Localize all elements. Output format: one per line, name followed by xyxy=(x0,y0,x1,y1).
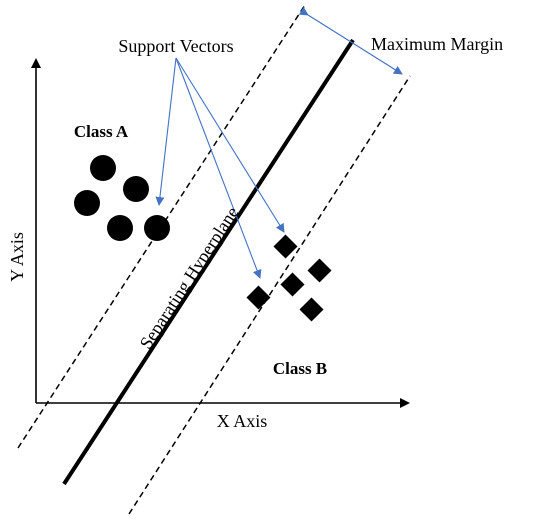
support-vectors-label: Support Vectors xyxy=(118,36,233,56)
class-b-support-vector xyxy=(246,285,271,310)
maximum-margin-arrow xyxy=(298,6,403,75)
class-a-label: Class A xyxy=(74,122,129,141)
class-b-point xyxy=(299,297,324,322)
class-b-label: Class B xyxy=(273,359,327,378)
x-axis-label: X Axis xyxy=(217,411,268,431)
class-a-point xyxy=(74,190,100,216)
class-a-point xyxy=(123,176,149,202)
class-b-support-vector xyxy=(273,234,298,259)
class-a-point xyxy=(90,155,116,181)
class-b-point xyxy=(307,258,332,283)
class-a-support-vector xyxy=(144,215,170,241)
support-vector-arrow-a xyxy=(155,57,177,206)
lower-margin-line xyxy=(128,75,411,515)
class-a-point xyxy=(107,215,133,241)
support-vector-arrows xyxy=(155,57,285,279)
class-b-points xyxy=(246,234,332,322)
class-b-point xyxy=(280,272,305,297)
support-vector-arrow-b1 xyxy=(175,57,262,279)
support-vector-arrow-b2 xyxy=(175,57,285,233)
maximum-margin-label: Maximum Margin xyxy=(371,34,503,54)
separating-hyperplane-line xyxy=(62,38,355,486)
class-a-points xyxy=(74,155,170,241)
y-axis-label: Y Axis xyxy=(7,232,27,282)
